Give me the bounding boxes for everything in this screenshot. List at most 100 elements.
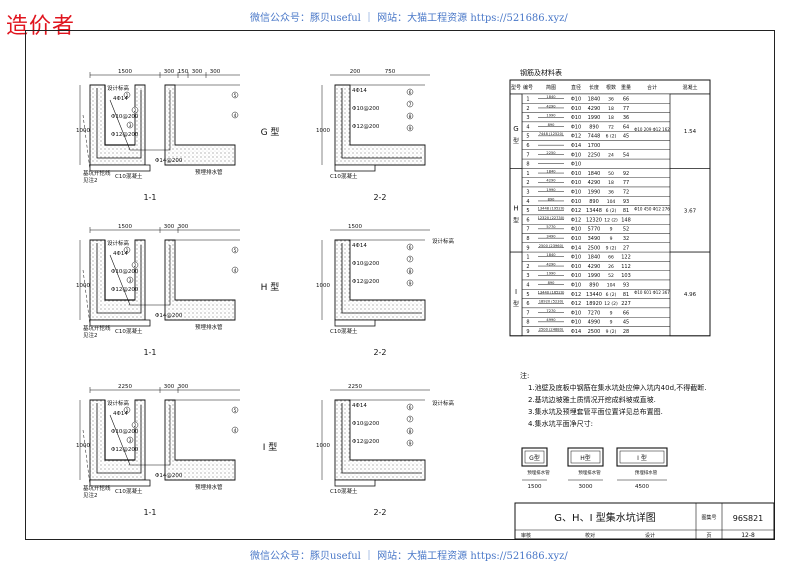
table-title: 钢筋及材料表 xyxy=(520,68,562,77)
brand-logo: 造价者 xyxy=(6,14,76,39)
callout-number: 6 xyxy=(409,245,412,251)
pit-plan-inner xyxy=(524,450,545,464)
table-cell: 2 xyxy=(526,180,529,186)
callout-number: 1 xyxy=(126,93,129,99)
wall-section xyxy=(334,239,426,321)
callout-number: 7 xyxy=(409,257,412,263)
table-cell: 1840 xyxy=(588,171,601,177)
type-label-g: G 型 xyxy=(261,127,280,138)
callout-number: 9 xyxy=(409,281,412,287)
c10-label: C10混凝土 xyxy=(115,487,143,495)
wall-section xyxy=(334,84,426,166)
pit-plan-label: G型 xyxy=(529,454,540,462)
rebar-line xyxy=(341,88,422,159)
dimension-label: 1500 xyxy=(118,69,132,75)
section-title: 2-2 xyxy=(373,193,386,202)
table-cell: 13440 xyxy=(586,292,602,298)
callout-balloon xyxy=(406,112,414,120)
table-cell: 4 xyxy=(526,283,529,289)
pit-plan-drain: 预埋排水管 xyxy=(635,469,658,476)
c10-label: C10混凝土 xyxy=(330,487,358,495)
concrete-value: 4.96 xyxy=(684,292,697,298)
table-cell: 66 xyxy=(623,310,629,316)
table-cell: 2 xyxy=(526,264,529,270)
foundation-line-label: 基坑开挖线 xyxy=(83,324,111,332)
pit-inner-outline xyxy=(104,240,135,301)
table-cell: 77 xyxy=(623,106,629,112)
type-label-i: I 型 xyxy=(263,442,278,453)
table-cell: Φ10 xyxy=(571,124,581,130)
design-label: 设计 xyxy=(645,532,655,539)
dimension-label: 300 xyxy=(178,224,189,230)
concrete-value: 1.54 xyxy=(684,129,697,135)
table-cell: 27 xyxy=(623,245,629,251)
callout-balloon xyxy=(406,100,414,108)
table-cell: 81 xyxy=(623,292,629,298)
see-note-label: 见注2 xyxy=(83,176,98,184)
table-cell: Φ10 xyxy=(571,273,581,279)
height-label: 1000 xyxy=(316,283,330,289)
sketch-dim: 3490 xyxy=(546,235,556,239)
note-2: 2.基坑边坡雅土质情况开挖成斜坡或直坡. xyxy=(528,396,656,404)
check-label: 校对 xyxy=(585,532,595,539)
note-1: 1.池壁及底板中钢筋在集水坑处应伸入坑内40d,不得截断. xyxy=(528,384,707,392)
sketch-dim: 1840 xyxy=(546,95,556,99)
callout-balloon xyxy=(406,427,414,435)
table-cell: 1990 xyxy=(588,273,601,279)
c10-layer xyxy=(334,319,376,327)
table-cell: 6 (2) xyxy=(606,208,617,214)
callout-number: 7 xyxy=(409,102,412,108)
height-label: 1000 xyxy=(76,443,90,449)
sketch-dim: 4290 xyxy=(546,104,556,108)
rebar-label: Φ14@200 xyxy=(155,473,183,479)
table-cell: 148 xyxy=(621,217,631,223)
callout-number: 8 xyxy=(409,429,412,435)
foundation-line-label: 基坑开挖线 xyxy=(83,169,111,177)
sketch-dim: 13440 (16520) xyxy=(538,290,565,294)
see-note-label: 见注2 xyxy=(83,491,98,499)
callout-balloon xyxy=(231,246,239,254)
table-cell: 72 xyxy=(623,190,629,196)
table-cell: 5770 xyxy=(588,227,601,233)
type-letter: H xyxy=(513,204,518,212)
callout-balloon xyxy=(406,267,414,275)
height-label: 1000 xyxy=(76,128,90,134)
excavation-line xyxy=(82,269,91,326)
table-cell: 7 xyxy=(526,227,529,233)
design-ground-label: 设计标高 xyxy=(107,84,130,92)
table-cell: 104 xyxy=(607,199,616,205)
type-suffix: 型 xyxy=(513,300,519,308)
height-label: 1000 xyxy=(76,283,90,289)
table-cell: 12 (2) xyxy=(604,301,618,307)
rebar-label: Φ10@200 xyxy=(111,429,139,435)
table-cell: Φ10 xyxy=(571,190,581,196)
excavation-line xyxy=(82,429,91,486)
table-cell: 9 (2) xyxy=(606,329,617,335)
callout-number: 3 xyxy=(129,438,132,444)
table-cell: 18 xyxy=(608,180,614,186)
table-cell: 5 xyxy=(526,134,529,140)
table-header-cell: 长度 xyxy=(589,84,599,91)
table-cell: Φ12 xyxy=(571,301,581,307)
design-ground-label: 设计标高 xyxy=(107,239,130,247)
sketch-dim: 890 xyxy=(548,123,556,127)
rebar-label: 4Φ14 xyxy=(113,96,128,102)
callout-balloon xyxy=(406,124,414,132)
table-header-cell: 混凝土 xyxy=(682,84,697,91)
pit-inner-outline xyxy=(104,85,135,146)
table-cell: 6 xyxy=(526,217,529,223)
drain-label: 预埋排水管 xyxy=(195,483,223,491)
table-cell: Φ10 xyxy=(571,236,581,242)
type-letter: I xyxy=(515,288,517,296)
watermark-bottom: 微信公众号：豚贝useful ｜ 网站：大猫工程资源 https://52168… xyxy=(250,551,568,562)
rebar-label: Φ12@200 xyxy=(111,287,139,293)
table-cell: 6 xyxy=(526,143,529,149)
note-4: 4.集水坑平面净尺寸: xyxy=(528,420,594,428)
table-border xyxy=(509,79,711,337)
sketch-dim: 1840 xyxy=(546,253,556,257)
table-cell: Φ14 xyxy=(571,329,581,335)
sketch-dim: 4290 xyxy=(546,262,556,266)
dimension-label: 2250 xyxy=(348,384,362,390)
right-wall-section xyxy=(164,399,236,481)
